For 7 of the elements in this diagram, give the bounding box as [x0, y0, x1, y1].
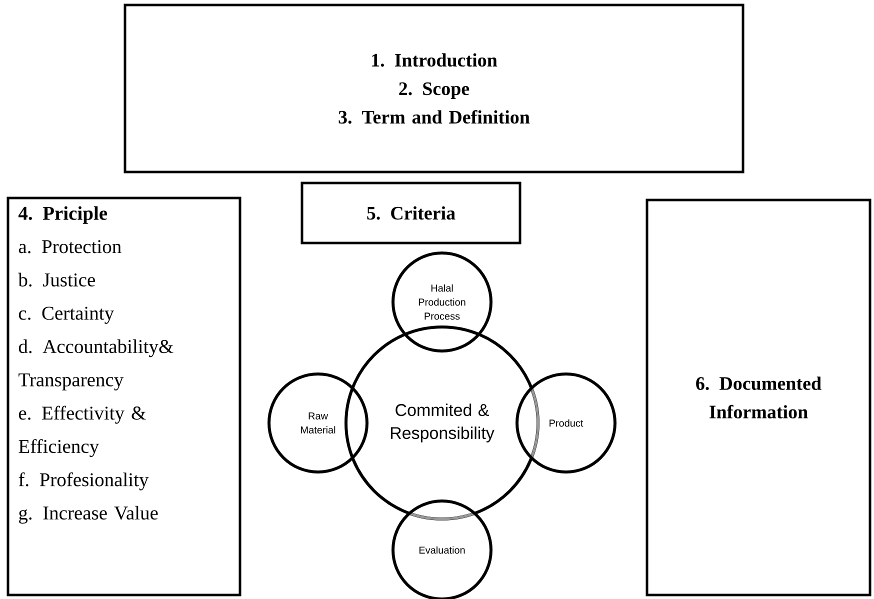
node-label: Evaluation: [419, 546, 465, 554]
heading-box: 1. Introduction 2. Scope 3. Term and Definition: [124, 4, 744, 174]
heading-box: 5. Criteria: [300, 182, 522, 244]
node-label: Raw Material: [301, 412, 336, 434]
heading-box: 6. Documented Information: [646, 198, 872, 596]
list-box: 4. Priciple a. Protection b. Justice c. Certainty d. Accountability& Transparency e. Effectivity & Efficiency f. Profesionality g. Increase Value: [6, 196, 242, 596]
node-label: Halal Production Process: [418, 284, 466, 320]
